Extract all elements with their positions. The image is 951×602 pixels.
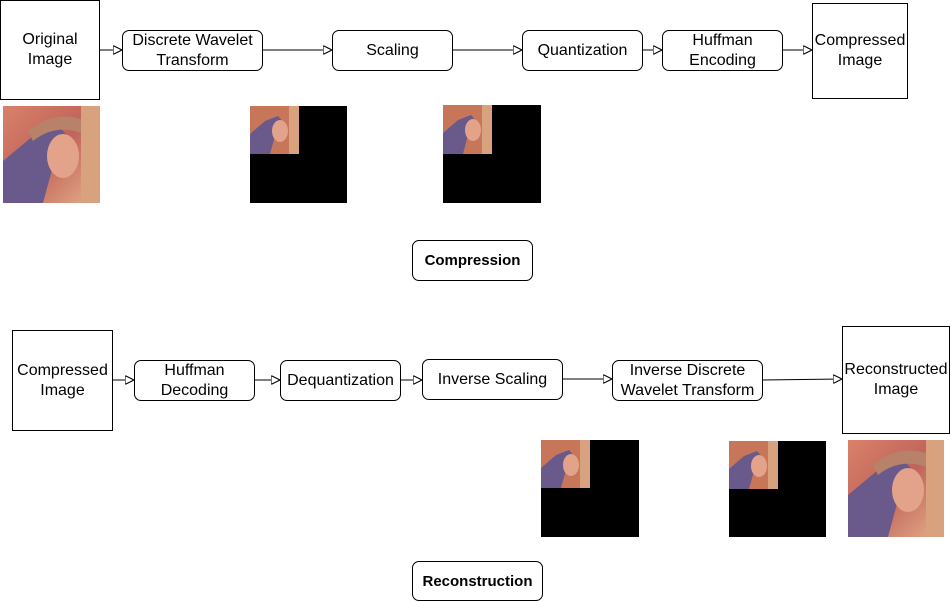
dequantization-box: Dequantization (280, 360, 401, 401)
compressed-image-box: Compressed Image (812, 3, 908, 99)
quantization-box: Quantization (522, 30, 643, 71)
huffman-encoding-box: Huffman Encoding (662, 30, 783, 71)
idwt-box: Inverse Discrete Wavelet Transform (612, 360, 763, 401)
huffman-decoding-box: Huffman Decoding (134, 360, 255, 401)
arrow-idwt-to-reconstructed (761, 379, 842, 380)
reconstruction-compressed-image-label: Compressed Image (17, 361, 108, 399)
huffman-encoding-label: Huffman Encoding (689, 31, 756, 69)
huffman-decoding-label: Huffman Decoding (160, 361, 229, 399)
inverse-scaled-output-thumbnail (729, 441, 826, 537)
reconstruction-title-text: Reconstruction (422, 572, 533, 590)
compression-section-title: Compression (412, 240, 533, 281)
scaling-label: Scaling (366, 41, 419, 59)
original-image-box: Original Image (0, 0, 100, 100)
inverse-scaling-label: Inverse Scaling (437, 370, 548, 388)
dwt-box: Discrete Wavelet Transform (122, 30, 263, 71)
compression-title-text: Compression (424, 252, 521, 269)
compressed-image-label: Compressed Image (814, 32, 906, 69)
quantized-output-thumbnail (443, 105, 541, 203)
original-image-thumbnail (3, 106, 100, 203)
dequantization-label: Dequantization (287, 371, 394, 389)
dequantized-output-thumbnail (541, 440, 639, 537)
reconstruction-section-title: Reconstruction (412, 561, 543, 601)
reconstruction-compressed-image-box: Compressed Image (12, 330, 113, 431)
reconstructed-image-thumbnail (848, 440, 944, 537)
dwt-output-thumbnail (250, 106, 347, 203)
idwt-label: Inverse Discrete Wavelet Transform (620, 361, 755, 399)
reconstructed-image-label: Reconstructed Image (844, 361, 948, 398)
reconstructed-image-box: Reconstructed Image (842, 326, 950, 434)
scaling-box: Scaling (332, 30, 453, 71)
dwt-label: Discrete Wavelet Transform (132, 31, 253, 69)
original-image-label: Original Image (22, 31, 78, 68)
quantization-label: Quantization (537, 41, 628, 59)
inverse-scaling-box: Inverse Scaling (422, 359, 563, 400)
